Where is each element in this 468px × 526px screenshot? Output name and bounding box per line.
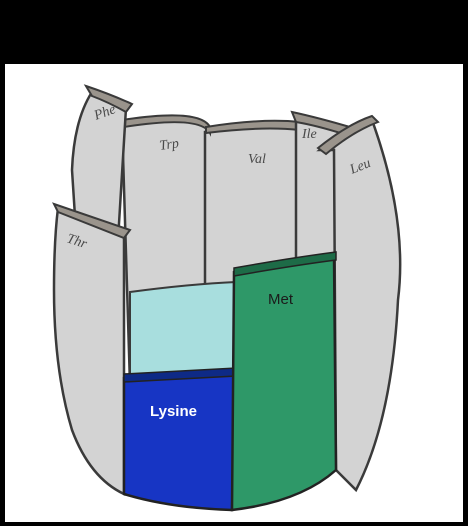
stave-lysine	[124, 372, 236, 510]
label-ile: Ile	[301, 127, 317, 142]
label-trp: Trp	[158, 136, 179, 154]
liquid-level	[130, 282, 236, 382]
label-val: Val	[248, 152, 266, 167]
label-lysine: Lysine	[150, 403, 197, 420]
title-group: Liebig's barrel	[108, 36, 359, 81]
diagram-title: Liebig's barrel	[108, 36, 359, 81]
label-met: Met	[268, 291, 294, 308]
stave-thr	[54, 208, 124, 494]
